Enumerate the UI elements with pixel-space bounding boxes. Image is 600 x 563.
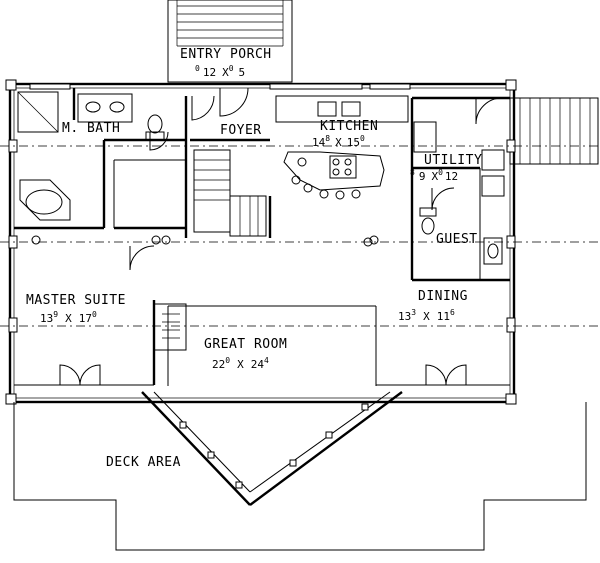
svg-text:FOYER: FOYER [220,123,262,138]
label-foyer: FOYER [220,123,262,138]
svg-text:DINING: DINING [418,289,468,304]
label-guest: GUEST [436,232,478,247]
svg-text:GUEST: GUEST [436,232,478,247]
interior-stairs [193,149,267,237]
beam-lines [0,145,600,327]
exterior-walls [5,79,517,405]
svg-text:DECK AREA: DECK AREA [106,455,181,470]
doors [59,87,503,386]
bath-fixtures [17,91,165,221]
svg-text:GREAT ROOM: GREAT ROOM [204,337,287,352]
deck [13,384,587,551]
utility-fixtures [419,149,505,265]
side-stairs [509,97,599,165]
svg-text:MASTER SUITE: MASTER SUITE [26,293,126,308]
svg-text:KITCHEN: KITCHEN [320,119,378,134]
svg-text:UTILITY: UTILITY [424,153,482,168]
svg-text:M. BATH: M. BATH [62,121,120,136]
kitchen-fixtures [275,95,437,200]
interior-walls [14,88,510,385]
label-m-bath: M. BATH [62,121,120,136]
label-deck-area: DECK AREA [106,455,181,470]
entry-porch-steps [167,0,293,83]
great-room-outline [31,157,379,386]
svg-text:ENTRY PORCH: ENTRY PORCH [180,47,272,62]
